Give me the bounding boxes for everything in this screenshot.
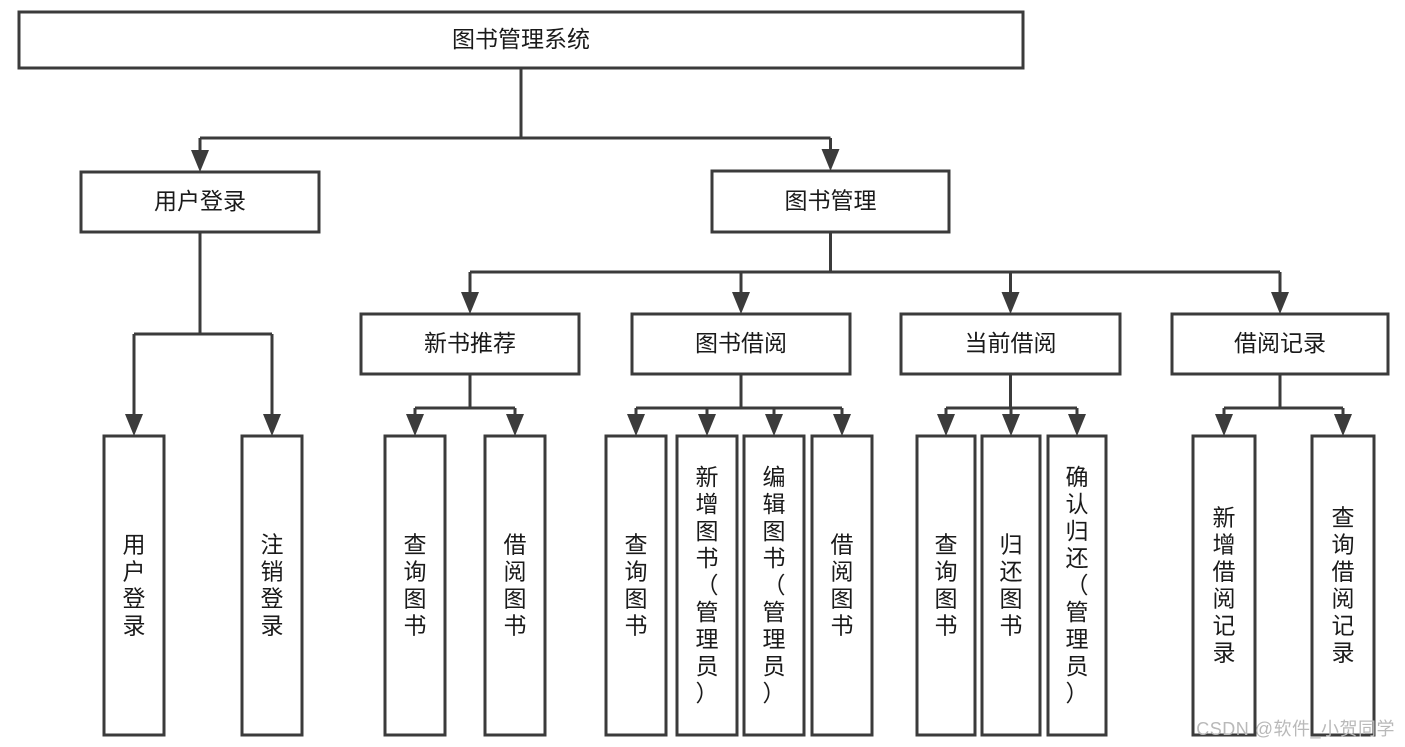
- node-leaf-edit-book[interactable]: 编辑图书（管理员）: [742, 434, 806, 737]
- node-leaf-borrow-book-2-label: 借阅图书: [831, 532, 854, 639]
- node-borrow-record-box[interactable]: [1170, 312, 1390, 376]
- node-leaf-query-book-2[interactable]: 查询图书: [604, 434, 668, 737]
- node-leaf-query-record-box[interactable]: [1310, 434, 1376, 737]
- node-root-root[interactable]: 图书管理系统: [17, 10, 1025, 70]
- node-leaf-query-book-3[interactable]: 查询图书: [915, 434, 977, 737]
- node-leaf-query-record[interactable]: 查询借阅记录: [1310, 434, 1376, 737]
- node-leaf-query-record-label: 查询借阅记录: [1332, 505, 1355, 666]
- node-book-borrow[interactable]: 图书借阅: [630, 312, 852, 376]
- node-leaf-user-login[interactable]: 用户登录: [102, 434, 166, 737]
- node-leaf-add-book-box[interactable]: [675, 434, 739, 737]
- node-leaf-borrow-book-1-label: 借阅图书: [504, 532, 527, 639]
- node-book-manage[interactable]: 图书管理: [710, 169, 951, 234]
- node-leaf-add-record-box[interactable]: [1191, 434, 1257, 737]
- node-current-borrow-box[interactable]: [899, 312, 1122, 376]
- node-leaf-add-record[interactable]: 新增借阅记录: [1191, 434, 1257, 737]
- node-current-borrow-label: 当前借阅: [965, 330, 1057, 356]
- node-book-manage-box[interactable]: [710, 169, 951, 234]
- node-leaf-query-book-2-label: 查询图书: [625, 532, 648, 639]
- node-leaf-add-book[interactable]: 新增图书（管理员）: [675, 434, 739, 737]
- node-leaf-query-book-1-box[interactable]: [383, 434, 447, 737]
- node-leaf-user-login-label: 用户登录: [123, 532, 146, 639]
- node-leaf-add-book-label: 新增图书（管理员）: [696, 464, 719, 706]
- node-leaf-query-book-3-label: 查询图书: [935, 532, 958, 639]
- node-leaf-query-book-1[interactable]: 查询图书: [383, 434, 447, 737]
- node-leaf-edit-book-box[interactable]: [742, 434, 806, 737]
- node-borrow-record-label: 借阅记录: [1234, 330, 1326, 356]
- node-new-book-recommend-box[interactable]: [359, 312, 581, 376]
- node-borrow-record[interactable]: 借阅记录: [1170, 312, 1390, 376]
- node-user-login-box[interactable]: [79, 170, 321, 234]
- nodes-layer: 图书管理系统用户登录图书管理新书推荐图书借阅当前借阅借阅记录用户登录注销登录查询…: [17, 10, 1390, 737]
- node-leaf-return-book-label: 归还图书: [1000, 532, 1023, 639]
- node-leaf-query-book-1-label: 查询图书: [404, 532, 427, 639]
- node-leaf-confirm-return-label: 确认归还（管理员）: [1066, 464, 1089, 706]
- node-leaf-add-record-label: 新增借阅记录: [1213, 505, 1236, 666]
- node-leaf-confirm-return-box[interactable]: [1046, 434, 1108, 737]
- node-leaf-return-book[interactable]: 归还图书: [980, 434, 1042, 737]
- node-book-borrow-label: 图书借阅: [695, 330, 787, 356]
- node-leaf-borrow-book-2-box[interactable]: [810, 434, 874, 737]
- node-root-root-label: 图书管理系统: [452, 26, 590, 52]
- node-book-manage-label: 图书管理: [785, 188, 877, 214]
- node-new-book-recommend[interactable]: 新书推荐: [359, 312, 581, 376]
- node-root-root-box[interactable]: [17, 10, 1025, 70]
- node-new-book-recommend-label: 新书推荐: [424, 330, 516, 356]
- node-leaf-edit-book-label: 编辑图书（管理员）: [763, 464, 786, 706]
- node-leaf-confirm-return[interactable]: 确认归还（管理员）: [1046, 434, 1108, 737]
- node-leaf-query-book-2-box[interactable]: [604, 434, 668, 737]
- node-current-borrow[interactable]: 当前借阅: [899, 312, 1122, 376]
- node-user-login-label: 用户登录: [154, 188, 246, 214]
- node-leaf-borrow-book-1-box[interactable]: [483, 434, 547, 737]
- connectors-layer: [125, 68, 1352, 436]
- csdn-watermark: CSDN @软件_小贺同学: [1196, 719, 1395, 739]
- node-leaf-user-login-box[interactable]: [102, 434, 166, 737]
- node-leaf-return-book-box[interactable]: [980, 434, 1042, 737]
- node-book-borrow-box[interactable]: [630, 312, 852, 376]
- node-user-login[interactable]: 用户登录: [79, 170, 321, 234]
- node-leaf-logout-box[interactable]: [240, 434, 304, 737]
- node-leaf-logout-label: 注销登录: [261, 532, 284, 639]
- node-leaf-borrow-book-2[interactable]: 借阅图书: [810, 434, 874, 737]
- node-leaf-logout[interactable]: 注销登录: [240, 434, 304, 737]
- node-leaf-query-book-3-box[interactable]: [915, 434, 977, 737]
- node-leaf-borrow-book-1[interactable]: 借阅图书: [483, 434, 547, 737]
